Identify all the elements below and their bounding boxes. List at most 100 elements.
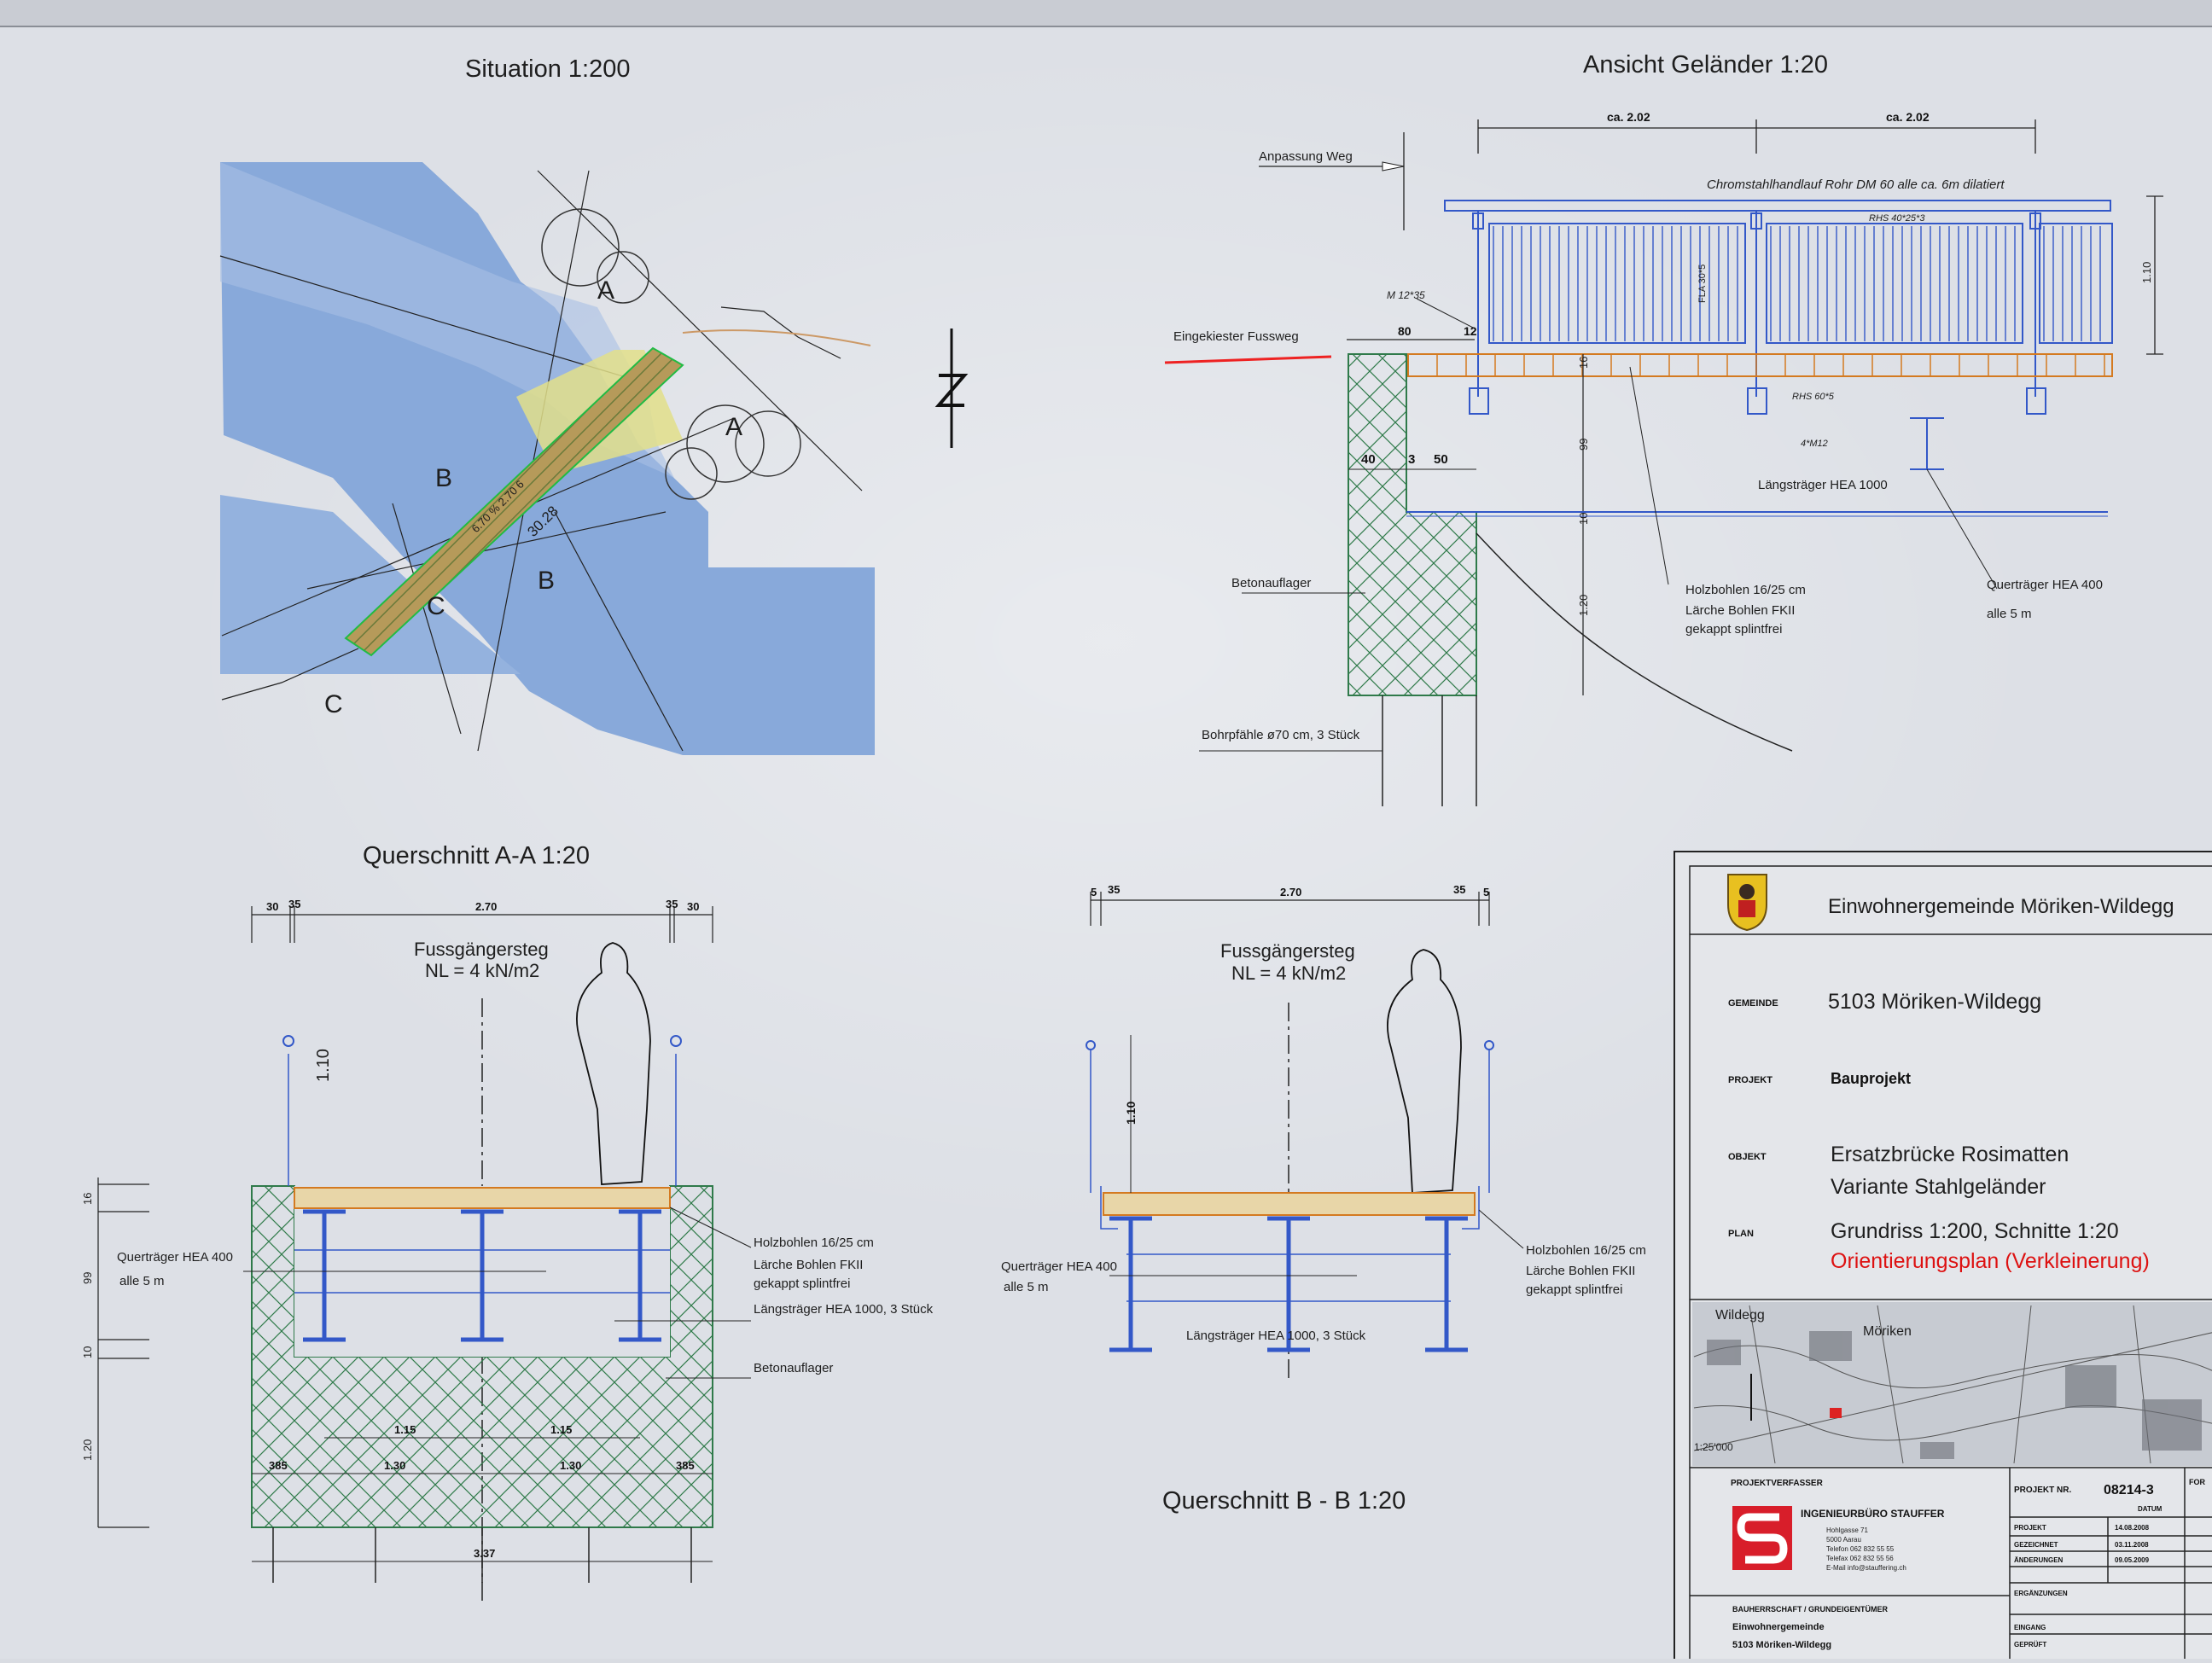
date-row-1-label: PROJEKT bbox=[2014, 1524, 2046, 1532]
person-silhouette bbox=[576, 942, 651, 1185]
north-arrow bbox=[934, 329, 969, 448]
aa-dim-1-30-left: 1.30 bbox=[384, 1459, 405, 1472]
bb-holz3: gekappt splintfrei bbox=[1526, 1282, 1622, 1297]
dim-80: 80 bbox=[1398, 324, 1412, 338]
bauherr-label: BAUHERRSCHAFT / GRUNDEIGENTÜMER bbox=[1732, 1605, 1889, 1614]
geprueft-label: GEPRÜFT bbox=[2014, 1641, 2046, 1648]
aa-dim-35-left: 35 bbox=[288, 898, 300, 910]
bauherr-line-1: Einwohnergemeinde bbox=[1732, 1622, 1825, 1632]
ergaenzungen-label: ERGÄNZUNGEN bbox=[2014, 1590, 2068, 1597]
label-fla: FLA 30*5 bbox=[1697, 265, 1708, 303]
label-laengs: Längsträger HEA 1000 bbox=[1758, 478, 1888, 492]
aa-quer1: Querträger HEA 400 bbox=[117, 1250, 233, 1265]
aa-dim-385-left: 385 bbox=[269, 1459, 288, 1472]
label-quer1: Querträger HEA 400 bbox=[1987, 578, 2103, 592]
label-4m12: 4*M12 bbox=[1801, 439, 1828, 449]
ansicht-title: Ansicht Geländer 1:20 bbox=[1583, 51, 1828, 78]
label-rhs-top: RHS 40*25*3 bbox=[1869, 213, 1925, 224]
title-block: Einwohnergemeinde Möriken-Wildegg GEMEIN… bbox=[1674, 851, 2212, 1663]
row-gemeinde-value: 5103 Möriken-Wildegg bbox=[1828, 990, 2041, 1014]
aa-dim-99: 99 bbox=[81, 1272, 94, 1284]
label-fussweg: Eingekiester Fussweg bbox=[1173, 329, 1299, 344]
label-m12: M 12*35 bbox=[1387, 289, 1425, 301]
row-projekt-key: PROJEKT bbox=[1728, 1075, 1773, 1085]
dim-50: 50 bbox=[1434, 452, 1448, 467]
bb-dim-5-left: 5 bbox=[1091, 886, 1097, 898]
label-beton: Betonauflager bbox=[1231, 576, 1311, 590]
date-row-3-label: ÄNDERUNGEN bbox=[2014, 1556, 2064, 1564]
bb-load-title: Fussgängersteg bbox=[1220, 940, 1355, 962]
dim-16: 16 bbox=[1577, 357, 1590, 369]
section-mark-a2: A bbox=[725, 413, 742, 441]
aa-dim-3-37: 3.37 bbox=[474, 1547, 495, 1560]
aa-holz3: gekappt splintfrei bbox=[754, 1276, 850, 1291]
aa-dim-1-15-right: 1.15 bbox=[550, 1423, 572, 1436]
coat-of-arms-icon bbox=[1727, 874, 1767, 932]
project-nr: 08214-3 bbox=[2104, 1483, 2154, 1497]
bb-holz1: Holzbohlen 16/25 cm bbox=[1526, 1243, 1646, 1258]
dim-1-10: 1.10 bbox=[2140, 262, 2153, 283]
bb-deck bbox=[1103, 1192, 1476, 1216]
project-nr-label: PROJEKT NR. bbox=[2014, 1486, 2071, 1495]
row-plan-value: Grundriss 1:200, Schnitte 1:20 bbox=[1831, 1219, 2119, 1243]
label-bohr: Bohrpfähle ø70 cm, 3 Stück bbox=[1202, 728, 1360, 742]
bb-quer1: Querträger HEA 400 bbox=[1001, 1259, 1117, 1274]
row-plan-value2: Orientierungsplan (Verkleinerung) bbox=[1831, 1249, 2150, 1273]
aa-quer2: alle 5 m bbox=[119, 1274, 165, 1288]
label-holz3: gekappt splintfrei bbox=[1685, 622, 1782, 637]
label-holz2: Lärche Bohlen FKII bbox=[1685, 603, 1795, 618]
tree-symbol bbox=[541, 208, 801, 500]
bb-holz2: Lärche Bohlen FKII bbox=[1526, 1264, 1635, 1278]
office-line-2: 5000 Aarau bbox=[1826, 1536, 1861, 1544]
row-objekt-value: Ersatzbrücke Rosimatten bbox=[1831, 1143, 2069, 1166]
bb-person-silhouette bbox=[1387, 949, 1462, 1194]
map-scale: 1:25'000 bbox=[1694, 1441, 1733, 1453]
dim-10: 10 bbox=[1577, 513, 1590, 525]
dim-3: 3 bbox=[1408, 452, 1415, 467]
railing-panels bbox=[1444, 200, 2113, 415]
bb-laengs: Längsträger HEA 1000, 3 Stück bbox=[1186, 1329, 1366, 1343]
aa-dim-1-20: 1.20 bbox=[81, 1439, 94, 1461]
bb-dim-5-right: 5 bbox=[1483, 886, 1489, 898]
section-mark-b1: B bbox=[435, 464, 452, 492]
aa-deck bbox=[294, 1187, 671, 1209]
verfasser-label: PROJEKTVERFASSER bbox=[1731, 1479, 1824, 1488]
date-row-1-date: 14.08.2008 bbox=[2115, 1524, 2150, 1532]
aa-dim-385-right: 385 bbox=[676, 1459, 695, 1472]
section-mark-b2: B bbox=[538, 567, 555, 595]
aa-dim-1-10: 1.10 bbox=[314, 1049, 333, 1082]
aa-title: Querschnitt A-A 1:20 bbox=[363, 842, 590, 869]
aa-beams bbox=[303, 1209, 661, 1342]
aa-dim-16: 16 bbox=[81, 1193, 94, 1205]
map-place-1: Wildegg bbox=[1715, 1308, 1765, 1323]
label-quer2: alle 5 m bbox=[1987, 607, 2032, 621]
dim-40: 40 bbox=[1361, 452, 1376, 467]
aa-dim-10: 10 bbox=[81, 1346, 94, 1358]
situation-title: Situation 1:200 bbox=[465, 55, 630, 83]
office-line-1: Hohlgasse 71 bbox=[1826, 1526, 1868, 1534]
section-mark-c1: C bbox=[427, 592, 445, 620]
railing-elevation: Ansicht Geländer 1:20 ca. 2.02 ca. 2.02 … bbox=[1164, 51, 2163, 806]
bb-title: Querschnitt B - B 1:20 bbox=[1162, 1487, 1406, 1515]
aa-load-title: Fussgängersteg bbox=[414, 939, 549, 960]
dim-12: 12 bbox=[1464, 324, 1477, 338]
aa-laengs: Längsträger HEA 1000, 3 Stück bbox=[754, 1302, 934, 1317]
row-objekt-key: OBJEKT bbox=[1728, 1152, 1767, 1162]
aa-holz2: Lärche Bohlen FKII bbox=[754, 1258, 863, 1272]
office-line-5: E-Mail info@stauffering.ch bbox=[1826, 1564, 1906, 1572]
bb-dim-1-10: 1.10 bbox=[1124, 1102, 1138, 1125]
authority-name: Einwohnergemeinde Möriken-Wildegg bbox=[1828, 895, 2174, 918]
label-handlauf: Chromstahlhandlauf Rohr DM 60 alle ca. 6… bbox=[1707, 177, 2005, 192]
bb-load-value: NL = 4 kN/m2 bbox=[1231, 962, 1346, 984]
section-mark-c2: C bbox=[324, 690, 343, 718]
bb-dim-35-left: 35 bbox=[1108, 883, 1120, 896]
dim-ca-2-02-right: ca. 2.02 bbox=[1886, 110, 1930, 124]
date-header: DATUM bbox=[2138, 1505, 2163, 1513]
map-place-2: Möriken bbox=[1863, 1324, 1912, 1339]
aa-dim-1-15-left: 1.15 bbox=[394, 1423, 416, 1436]
bb-dim-2-70: 2.70 bbox=[1280, 886, 1301, 898]
date-row-2-date: 03.11.2008 bbox=[2115, 1541, 2149, 1549]
office-logo-icon bbox=[1732, 1506, 1792, 1570]
cross-section-bb: 5 35 2.70 35 5 Fussgängersteg NL = 4 kN/… bbox=[1001, 883, 1646, 1515]
